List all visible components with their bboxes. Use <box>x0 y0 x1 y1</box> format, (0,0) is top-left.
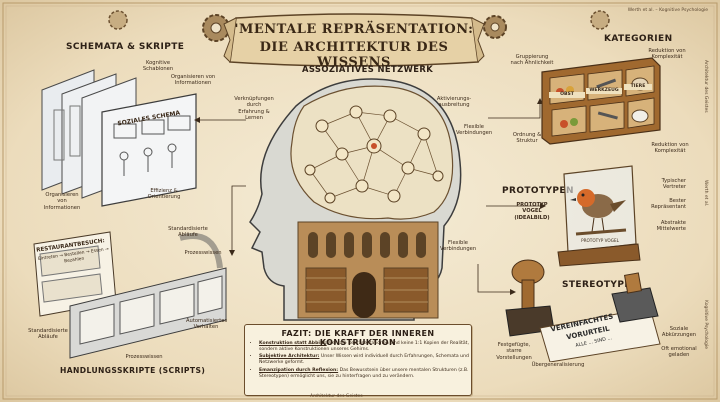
label-overgeneralization: Übergeneralisierung <box>531 362 585 368</box>
label-organize-top: Organisieren von Informationen <box>170 74 216 87</box>
label-emotional: Oft emotional geladen <box>661 346 697 359</box>
box-label-fruit: OBST <box>549 92 585 99</box>
scripts-title: HANDLUNGSSKRIPTE (SCRIPTS) <box>60 366 206 375</box>
fazit-list: Konstruktion statt Abbild: Mentale Reprä… <box>251 341 473 381</box>
category-shelf-illustration <box>541 57 661 145</box>
gear-icon <box>590 10 610 30</box>
fazit-title: FAZIT: DIE KRAFT DER INNEREN KONSTRUKTIO… <box>281 329 435 347</box>
fazit-item-text: Mentale Repräsentationen sind keine 1:1 … <box>259 341 469 352</box>
stereotypes-title: STEREOTYPEN <box>562 280 639 290</box>
label-efficiency: Effizienz & Orientierung <box>147 188 181 201</box>
label-connections: Verknüpfungen durch Erfahrung & Lernen <box>234 96 274 122</box>
prototype-plaque: PROTOTYP VOGEL <box>581 238 619 243</box>
fazit-item: Konstruktion statt Abbild: Mentale Reprä… <box>259 341 473 353</box>
fazit-item-lead: Konstruktion statt Abbild: <box>259 341 327 346</box>
label-reduction-top: Reduktion von Komplexität <box>648 48 686 61</box>
footer-note: Architektur des Geistes <box>310 394 363 399</box>
title-banner: 'MENTALE REPRÄSENTATION: DIE ARCHITEKTUR… <box>222 12 486 70</box>
label-social: Soziale Abkürzungen <box>661 326 697 339</box>
label-best: Bester Repräsentant <box>651 198 686 211</box>
label-templates: Kognitive Schablonen <box>142 60 174 73</box>
script-film-illustration <box>33 231 227 359</box>
label-organize-bottom: Organisieren von Informationen <box>43 192 81 211</box>
label-abstract: Abstrakte Mittelwerte <box>656 220 686 233</box>
label-flexible-top: Flexible Verbindungen <box>456 124 493 137</box>
label-fixed: Festgefügte, starre Vorstellungen <box>496 342 532 361</box>
label-activation: Aktivierungs-ausbreitung <box>436 96 472 109</box>
prototype-caption: PROTOTYP VOGEL (IDEALBILD) <box>514 202 550 221</box>
label-automated: Automatisiertes Verhalten <box>186 318 228 331</box>
stamp-illustration <box>505 259 661 362</box>
fazit-box: FAZIT: DIE KRAFT DER INNEREN KONSTRUKTIO… <box>244 324 472 396</box>
fazit-item-lead: Emanzipation durch Reflexion: <box>259 367 339 373</box>
fazit-item-text: Das Bewusstsein über unsere mentalen Str… <box>259 367 469 379</box>
title-line-2: DIE ARCHITEKTUR DES WISSENS <box>259 40 449 70</box>
categories-title: KATEGORIEN <box>604 34 673 44</box>
bird-glass-case-illustration <box>557 165 641 267</box>
fazit-item-lead: Subjektive Architektur: <box>259 354 320 360</box>
side-note-werth: Werth et al. <box>703 180 708 207</box>
head-network-illustration <box>249 78 462 321</box>
label-process-top: Prozesswissen <box>184 250 222 256</box>
gear-icon <box>483 15 507 39</box>
prototypes-title: PROTOTYPEN <box>502 186 574 196</box>
network-title: ASSOZIATIVES NETZWERK <box>302 64 434 74</box>
label-flexible-bottom: Flexible Verbindungen <box>440 240 477 253</box>
corner-note: Werth et al. – Kognitive Psychologie <box>627 8 708 13</box>
label-process-bottom: Prozesswissen <box>125 354 163 360</box>
box-label-tools: WERKZEUG <box>586 88 622 95</box>
label-reduction-bottom: Reduktion von Komplexität <box>651 142 689 155</box>
fazit-item: Emanzipation durch Reflexion: Das Bewuss… <box>259 368 473 380</box>
gear-icon <box>108 10 128 30</box>
title-line-1: 'MENTALE REPRÄSENTATION: <box>234 22 474 37</box>
schema-frames-illustration <box>41 69 197 207</box>
side-note-psychology: Kognitive Psychologie <box>703 300 708 349</box>
label-standard-bottom: Standardisierte Abläufe <box>28 328 68 341</box>
label-typical: Typischer Vertreter <box>661 178 686 191</box>
schemata-title: SCHEMATA & SKRIPTE <box>66 42 185 52</box>
fazit-item: Subjektive Architektur: Unser Wissen wir… <box>259 354 473 366</box>
label-grouping: Gruppierung nach Ähnlichkeit <box>510 54 554 67</box>
gear-icon <box>202 14 230 42</box>
label-order: Ordnung & Struktur <box>512 132 542 145</box>
fazit-item-text: Unser Wissen wird individuell durch Erfa… <box>259 354 469 366</box>
box-label-animals: TIERE <box>624 84 652 91</box>
label-standard-top: Standardisierte Abläufe <box>168 226 208 239</box>
side-note-architecture: Architektur des Geistes <box>703 60 708 113</box>
